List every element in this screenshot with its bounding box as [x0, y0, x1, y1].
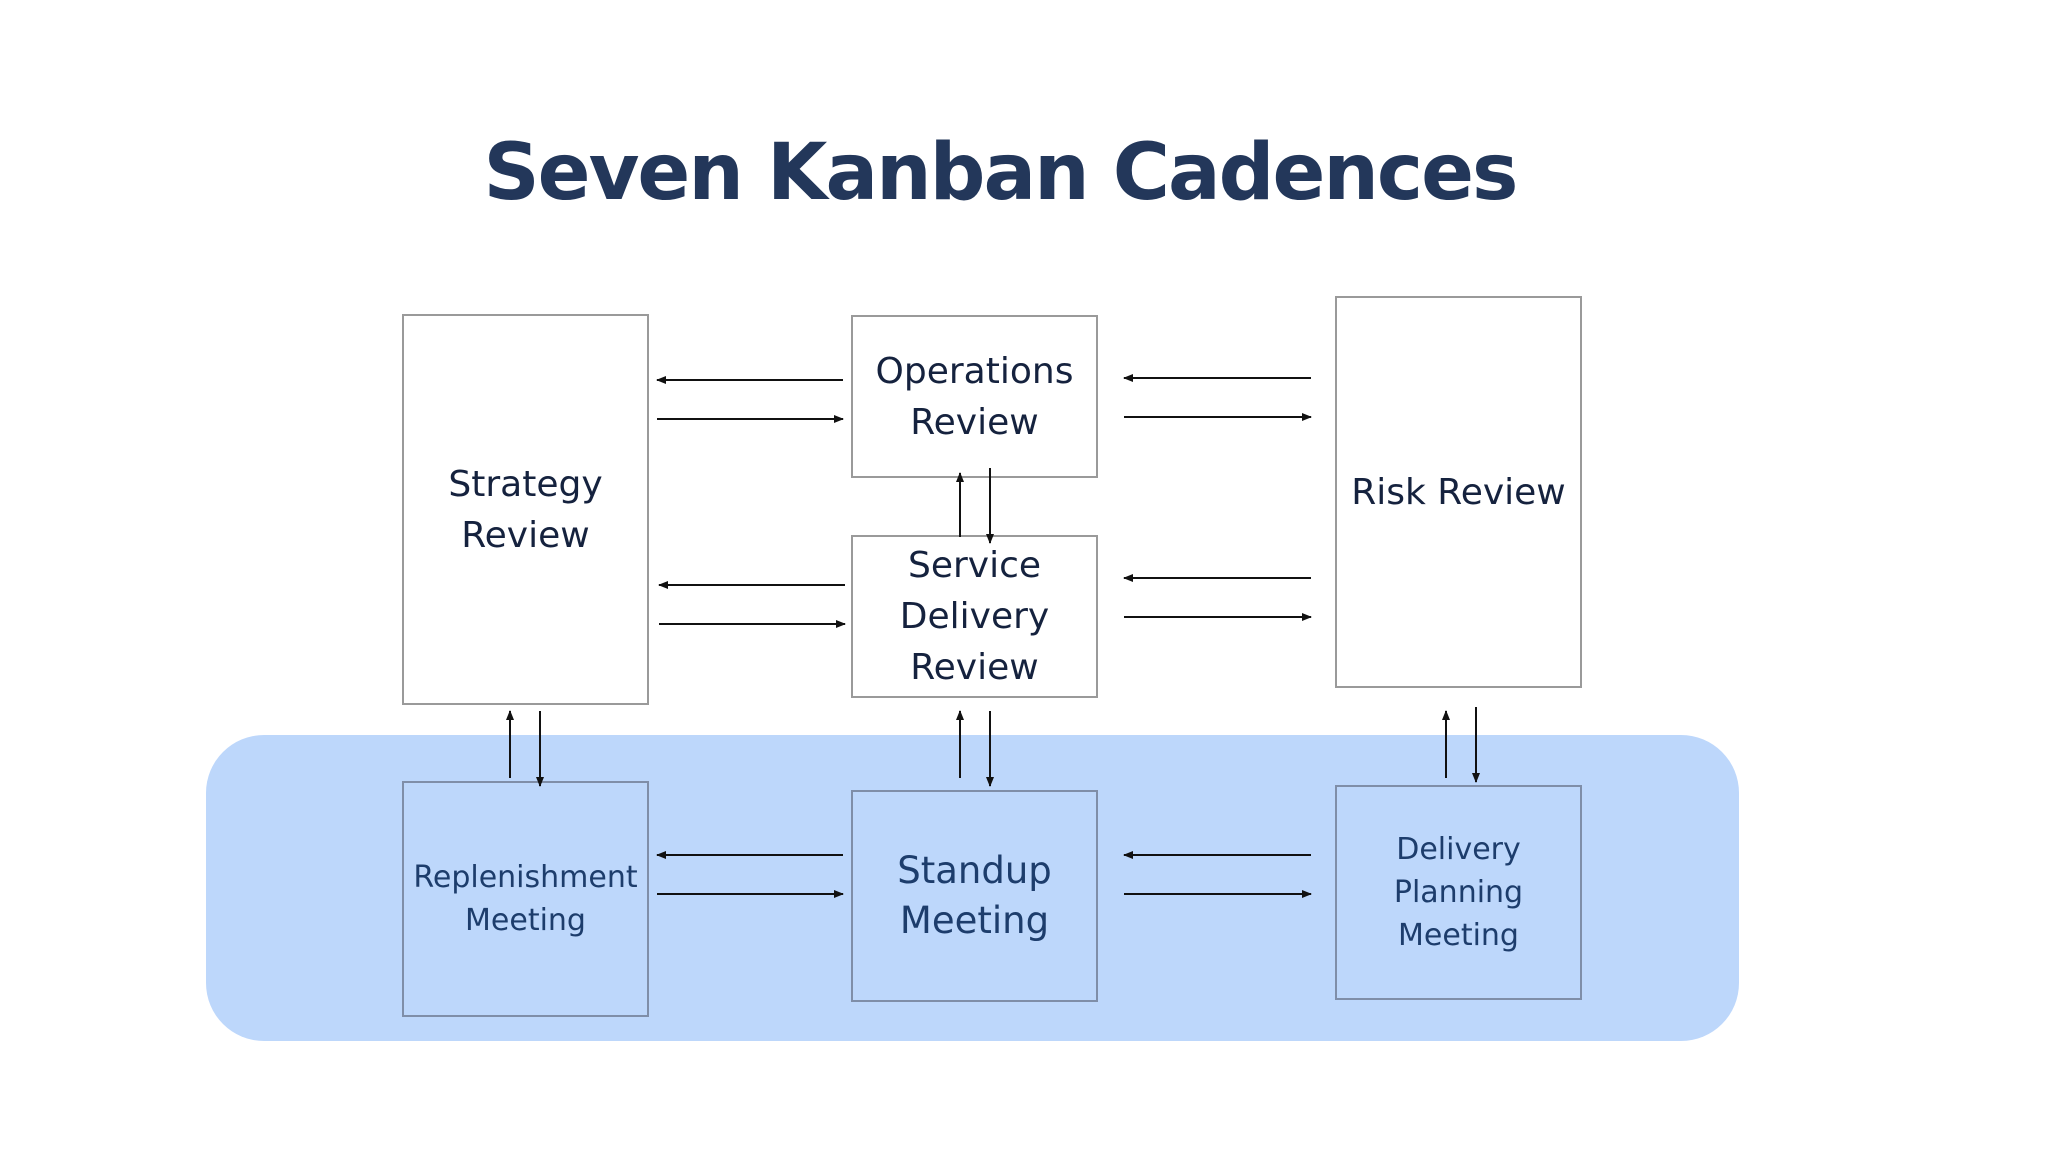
delivery-planning-meeting-label: Delivery Planning Meeting [1393, 832, 1524, 953]
page-title: Seven Kanban Cadences [483, 128, 1519, 218]
operations-review-label: Operations Review [875, 350, 1074, 443]
standup-meeting-label: Standup Meeting [897, 849, 1052, 942]
strategy-review-label: Strategy Review [448, 463, 603, 556]
strategy-review-box: Strategy Review [402, 314, 649, 705]
replenishment-meeting-label: Replenishment Meeting [413, 860, 638, 938]
replenishment-meeting-box: Replenishment Meeting [402, 781, 649, 1017]
service-delivery-review-box: Service Delivery Review [851, 535, 1098, 698]
risk-review-label: Risk Review [1351, 471, 1566, 513]
service-delivery-review-label: Service Delivery Review [899, 545, 1050, 688]
standup-meeting-box: Standup Meeting [851, 790, 1098, 1002]
delivery-planning-meeting-box: Delivery Planning Meeting [1335, 785, 1582, 1000]
operations-review-box: Operations Review [851, 315, 1098, 478]
risk-review-box: Risk Review [1335, 296, 1582, 688]
